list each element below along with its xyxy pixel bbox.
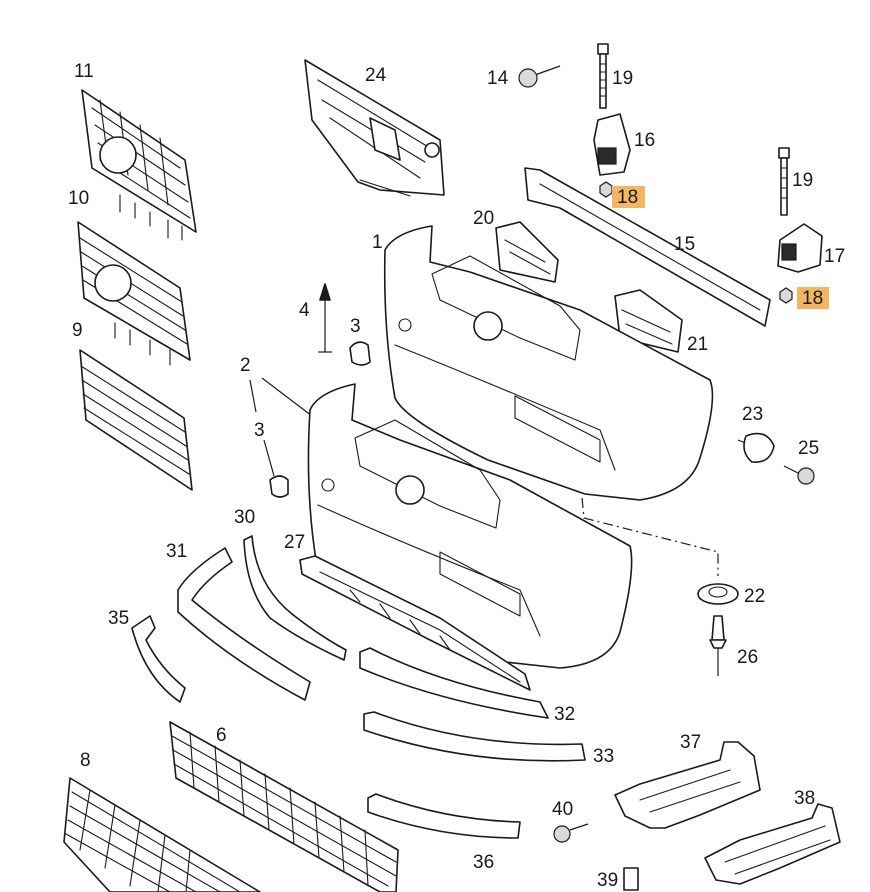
callout-36: 36 — [473, 852, 494, 873]
part-11-upper-grille-honeycomb[interactable] — [81, 89, 197, 241]
callout-24: 24 — [365, 65, 387, 86]
callout-22: 22 — [744, 586, 765, 607]
callout-26: 26 — [737, 647, 758, 668]
callout-11: 11 — [74, 61, 94, 82]
callout-33: 33 — [593, 746, 614, 767]
callout-20: 20 — [473, 208, 494, 229]
part-20-guide-left[interactable] — [495, 221, 559, 283]
callout-16: 16 — [634, 130, 655, 151]
callout-40: 40 — [552, 799, 573, 820]
callout-17: 17 — [824, 246, 845, 267]
callout-31: 31 — [166, 541, 187, 562]
callout-15: 15 — [674, 234, 695, 255]
callout-9: 9 — [72, 320, 83, 341]
callout-37: 37 — [680, 732, 701, 753]
part-23-clip[interactable] — [737, 432, 775, 463]
callout-19a: 19 — [612, 68, 633, 89]
part-16-bumper-bracket-left[interactable] — [593, 113, 631, 176]
part-36-trim-strip[interactable] — [367, 793, 521, 839]
callout-25: 25 — [798, 438, 819, 459]
highlight-18-right — [797, 287, 829, 309]
callout-39: 39 — [597, 870, 618, 891]
callout-21: 21 — [687, 334, 708, 355]
callout-23: 23 — [742, 404, 763, 425]
callout-3b: 3 — [254, 420, 265, 441]
callout-18b: 18 — [802, 288, 823, 309]
part-40-screw[interactable] — [553, 823, 589, 843]
part-10-middle-grille-slats[interactable] — [77, 221, 191, 366]
callout-14: 14 — [487, 68, 509, 89]
leader-2b — [249, 379, 257, 413]
callout-6: 6 — [216, 725, 227, 746]
callout-2: 2 — [240, 355, 251, 376]
callout-18a: 18 — [617, 187, 638, 208]
part-24-mounting-carrier[interactable] — [304, 59, 445, 197]
part-33-trim-strip[interactable] — [363, 711, 586, 762]
leader-2 — [261, 377, 313, 417]
part-8-lower-grille-mesh[interactable] — [63, 777, 261, 892]
part-27-lower-spoiler[interactable] — [299, 555, 531, 691]
callout-27: 27 — [284, 532, 305, 553]
callout-35: 35 — [108, 608, 129, 629]
callout-8: 8 — [80, 750, 91, 771]
part-9-lower-grille-slats[interactable] — [79, 349, 193, 491]
dash-line-to-22 — [581, 497, 719, 576]
part-18-nut-upper[interactable] — [599, 181, 613, 198]
part-14-screw[interactable] — [518, 65, 561, 88]
callout-38: 38 — [794, 788, 815, 809]
part-3-cap-lower[interactable] — [263, 439, 289, 498]
part-17-bumper-bracket-right[interactable] — [777, 223, 823, 273]
part-37-air-guide[interactable] — [614, 741, 761, 829]
callout-4: 4 — [299, 300, 310, 321]
part-6-lower-grille[interactable] — [169, 721, 399, 892]
callout-32: 32 — [554, 704, 575, 725]
callout-19b: 19 — [792, 170, 813, 191]
part-18-nut-right[interactable] — [779, 287, 793, 304]
highlight-18-upper — [612, 186, 645, 208]
part-32-trim-strip[interactable] — [359, 647, 549, 719]
callout-labels: 1 2 3 3 4 6 8 9 10 11 14 15 16 17 18 18 … — [68, 61, 845, 891]
callout-10: 10 — [68, 188, 89, 209]
part-1-front-bumper-cover-rear-view[interactable] — [383, 225, 714, 501]
part-19-bolt-upper[interactable] — [597, 43, 609, 109]
part-26-fastener[interactable] — [709, 615, 727, 676]
part-35-trim-strip[interactable] — [131, 615, 186, 703]
part-39-clip[interactable] — [623, 867, 639, 891]
callout-3a: 3 — [350, 316, 361, 337]
callout-30: 30 — [234, 507, 255, 528]
part-22-grommet[interactable] — [697, 583, 739, 605]
part-25-screw[interactable] — [783, 465, 815, 485]
part-19-bolt-right[interactable] — [778, 147, 790, 216]
part-38-air-guide[interactable] — [704, 803, 841, 885]
part-3-cap-upper[interactable] — [349, 341, 371, 366]
part-30-trim-strip[interactable] — [243, 535, 347, 661]
part-15-impact-beam[interactable] — [524, 167, 771, 327]
part-4-direction-arrow — [318, 283, 332, 353]
part-31-trim-strip[interactable] — [177, 547, 311, 701]
callout-1: 1 — [372, 232, 383, 253]
